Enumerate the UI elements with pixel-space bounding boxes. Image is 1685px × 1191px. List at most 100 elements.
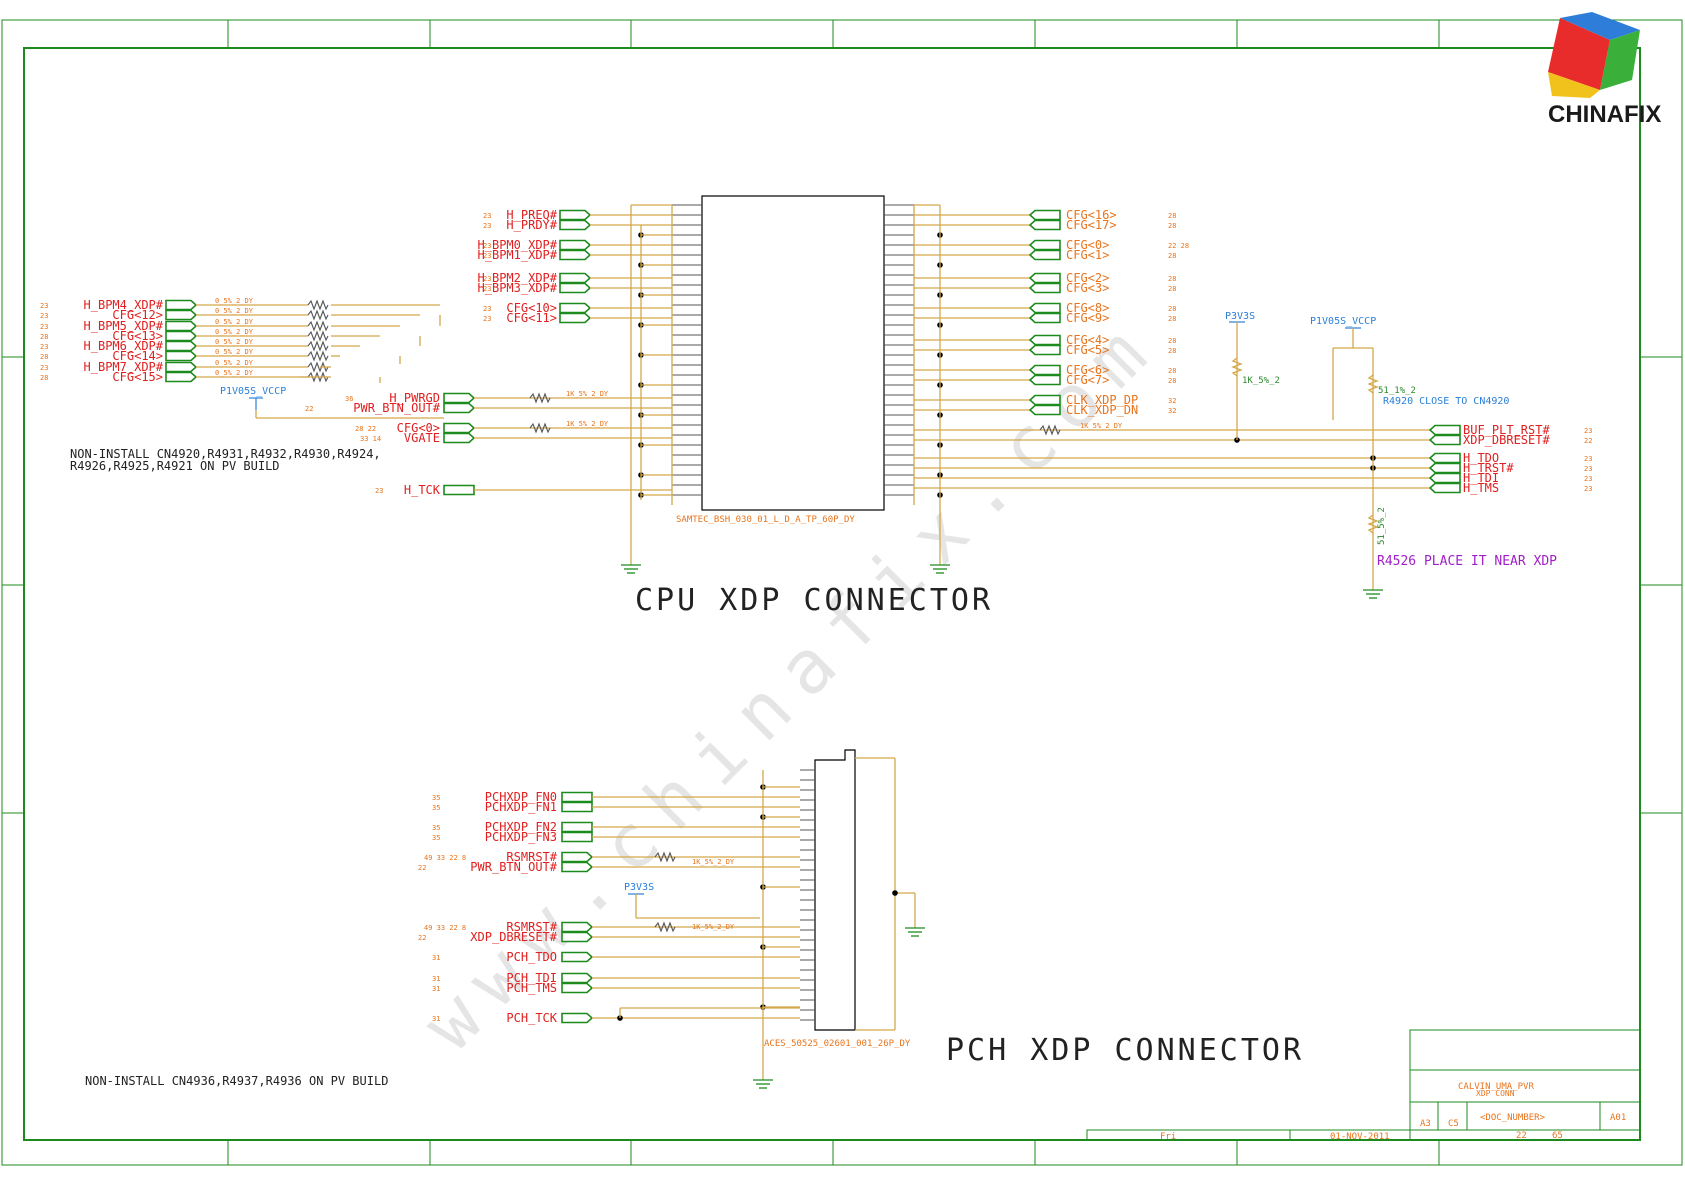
pch-signal-label: PCHXDP_FN0 xyxy=(485,790,557,804)
cpu-signal-label: CFG<10> xyxy=(506,301,557,315)
right-signal-page: 28 xyxy=(1168,367,1176,375)
pch-signal-page: 35 xyxy=(432,824,440,832)
pch-section-title: PCH XDP CONNECTOR xyxy=(946,1033,1304,1068)
far-signal-port xyxy=(165,320,198,332)
resistor-symbol xyxy=(654,921,676,933)
cpu-section-title: CPU XDP CONNECTOR xyxy=(635,583,993,618)
right-signal-port xyxy=(1028,394,1061,406)
cpu-signal-page: 23 xyxy=(483,285,491,293)
pch-signal-port xyxy=(561,951,594,963)
right-signal-label: CFG<2> xyxy=(1066,271,1109,285)
far-right-page: 23 xyxy=(1584,455,1592,463)
far-right-port xyxy=(1428,472,1461,484)
tb-code: C5 xyxy=(1448,1119,1459,1129)
cpu-signal-port xyxy=(559,219,592,231)
lower-signal-page: 22 xyxy=(305,405,313,413)
right-signal-page: 28 xyxy=(1168,347,1176,355)
lower-signal-page: 33 14 xyxy=(360,435,381,443)
pch-signal-page: 35 xyxy=(432,794,440,802)
tb-sheet-title: XDP CONN xyxy=(1476,1089,1515,1098)
right-signal-port xyxy=(1028,404,1061,416)
right-signal-page: 32 xyxy=(1168,397,1176,405)
far-signal-page: 23 xyxy=(40,323,48,331)
resistor-symbol xyxy=(307,330,329,342)
ground-symbol-r4526 xyxy=(1363,589,1383,599)
cpu-connector-part: SAMTEC_BSH_030_01_L_D_A_TP_60P_DY xyxy=(676,515,855,525)
res-1k-label: 1K_5%_2 xyxy=(1242,376,1280,386)
tb-sheet-num: 22 xyxy=(1516,1131,1527,1141)
right-signal-port xyxy=(1028,282,1061,294)
far-signal-port xyxy=(165,340,198,352)
pch-signal-port xyxy=(561,972,594,984)
lower-signal-port xyxy=(443,432,476,444)
right-signal-page: 28 xyxy=(1168,275,1176,283)
inner-border xyxy=(23,47,1641,1141)
buf-res-label: 1K_5%_2_DY xyxy=(1080,422,1123,430)
far-right-page: 23 xyxy=(1584,485,1592,493)
cpu-signal-page: 23 xyxy=(483,305,491,313)
zone-ticks xyxy=(2,20,1682,1165)
pch-signal-page: 31 xyxy=(432,954,440,962)
cpu-signal-label: H_BPM3_XDP# xyxy=(478,281,558,295)
pch-signal-label: PCH_TCK xyxy=(506,1011,557,1025)
right-signal-label: CFG<7> xyxy=(1066,373,1109,387)
far-right-label: H_TMS xyxy=(1463,481,1499,495)
right-signal-page: 28 xyxy=(1168,222,1176,230)
pch-signal-port xyxy=(561,1012,594,1024)
chinafix-logo: CHINAFIX xyxy=(1548,12,1661,128)
pch-connector-part: ACES_50525_02601_001_26P_DY xyxy=(764,1039,911,1049)
note-r4526: R4526 PLACE IT NEAR XDP xyxy=(1377,554,1557,569)
outer-border xyxy=(1,19,1683,1166)
lower-signal-port xyxy=(443,484,475,496)
pch-signal-port xyxy=(561,821,593,833)
cpu-signal-page: 23 xyxy=(483,275,491,283)
lower-signal-port xyxy=(443,402,476,414)
pch-connector-pins xyxy=(800,769,815,1021)
far-signal-label: CFG<15> xyxy=(112,370,163,384)
cpu-signal-label: H_BPM1_XDP# xyxy=(478,248,558,262)
pch-signal-label: PCHXDP_FN2 xyxy=(485,820,557,834)
cpu-signal-page: 23 xyxy=(483,242,491,250)
right-signal-port xyxy=(1028,209,1061,221)
tb-date: 01-NOV-2011 xyxy=(1330,1132,1390,1142)
tb-doc-number: <DOC_NUMBER> xyxy=(1480,1113,1546,1123)
pch-signal-page: 22 xyxy=(418,934,426,942)
lower-signal-page: 28 22 xyxy=(355,425,376,433)
cpu-note-line1: NON-INSTALL CN4920,R4931,R4932,R4930,R49… xyxy=(70,447,381,461)
right-signal-page: 28 xyxy=(1168,377,1176,385)
right-signal-label: CLK_XDP_DP xyxy=(1066,393,1138,407)
far-signal-res: 0_5%_2_DY xyxy=(215,307,254,315)
tb-size: A3 xyxy=(1420,1119,1431,1129)
cpu-signal-label: H_PRDY# xyxy=(506,218,557,232)
far-signal-label: H_BPM6_XDP# xyxy=(84,339,164,353)
lower-signal-label: H_TCK xyxy=(404,483,441,497)
far-signal-label: CFG<14> xyxy=(112,349,163,363)
pch-signal-port xyxy=(561,921,594,933)
cpu-signal-port xyxy=(559,209,592,221)
pch-signal-label: PCH_TMS xyxy=(506,981,557,995)
right-signal-page: 32 xyxy=(1168,407,1176,415)
ground-symbol-cpu-left xyxy=(621,205,641,574)
cpu-connector-pins xyxy=(672,204,914,496)
logo-text: CHINAFIX xyxy=(1548,101,1661,128)
pch-res-label: 1K_5%_2_DY xyxy=(692,923,735,931)
right-signal-label: CFG<8> xyxy=(1066,301,1109,315)
ground-symbol-pch-right xyxy=(905,927,925,937)
resistor-symbol xyxy=(1039,424,1061,436)
far-signal-page: 23 xyxy=(40,343,48,351)
note-r4920: R4920 CLOSE TO CN4920 xyxy=(1383,396,1509,407)
right-signal-label: CFG<16> xyxy=(1066,208,1117,222)
pch-signal-label: PCH_TDO xyxy=(506,950,557,964)
res-51-1-label: 51_1%_2 xyxy=(1378,386,1416,396)
pch-signal-page: 31 xyxy=(432,975,440,983)
pch-signal-page: 22 xyxy=(418,864,426,872)
far-right-page: 23 xyxy=(1584,465,1592,473)
far-right-port xyxy=(1428,424,1461,436)
right-signal-label: CFG<9> xyxy=(1066,311,1109,325)
far-signal-res: 0_5%_2_DY xyxy=(215,328,254,336)
right-signal-page: 22 28 xyxy=(1168,242,1189,250)
far-signal-label: CFG<13> xyxy=(112,329,163,343)
